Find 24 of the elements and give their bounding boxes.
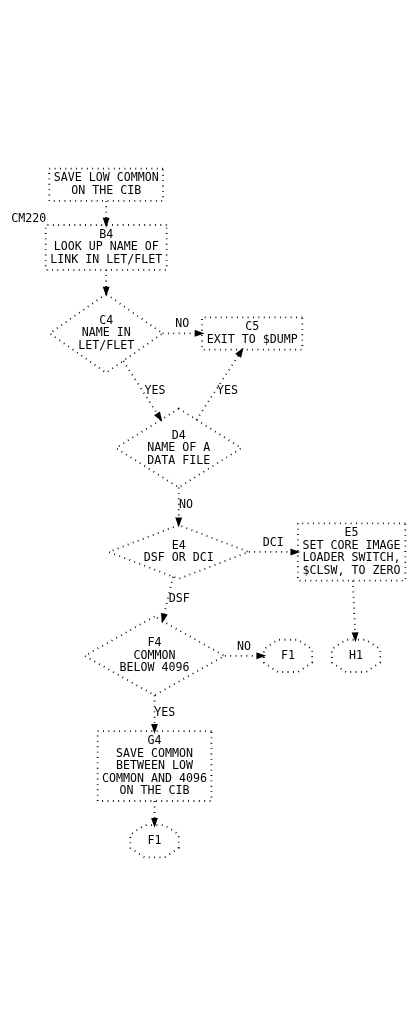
edge-label: NO	[178, 497, 193, 512]
node-box: G4 SAVE COMMON BETWEEN LOW COMMON AND 4096 ON THE CIB	[96, 730, 213, 802]
edge-label: NO	[237, 638, 252, 653]
arrow	[151, 694, 158, 734]
edge-label: YES	[144, 382, 166, 397]
arrow	[247, 548, 301, 556]
arrow	[122, 360, 163, 422]
edge-label: YES	[154, 705, 176, 720]
arrow	[160, 575, 174, 624]
node-box: C5 EXIT TO $DUMP	[201, 316, 304, 351]
edge-label: DCI	[262, 535, 284, 550]
node-box: B4 LOOK UP NAME OF LINK IN LET/FLET	[44, 224, 168, 271]
arrow	[223, 652, 267, 660]
edge-label: YES	[217, 382, 239, 397]
arrow	[351, 579, 359, 643]
node-diamond: D4 NAME OF A DATA FILE	[114, 407, 244, 489]
arrow	[102, 200, 110, 228]
node-box: E5 SET CORE IMAGE LOADER SWITCH, $CLSW, TO ZERO	[296, 522, 407, 582]
node-box: SAVE LOW COMMON ON THE CIB	[48, 167, 164, 202]
edge-label: NO	[175, 316, 190, 331]
node-diamond: F4 COMMON BELOW 4096	[82, 615, 227, 697]
arrow	[195, 347, 244, 421]
node-label: CM220	[11, 210, 47, 225]
edge-label: DSF	[168, 590, 190, 605]
